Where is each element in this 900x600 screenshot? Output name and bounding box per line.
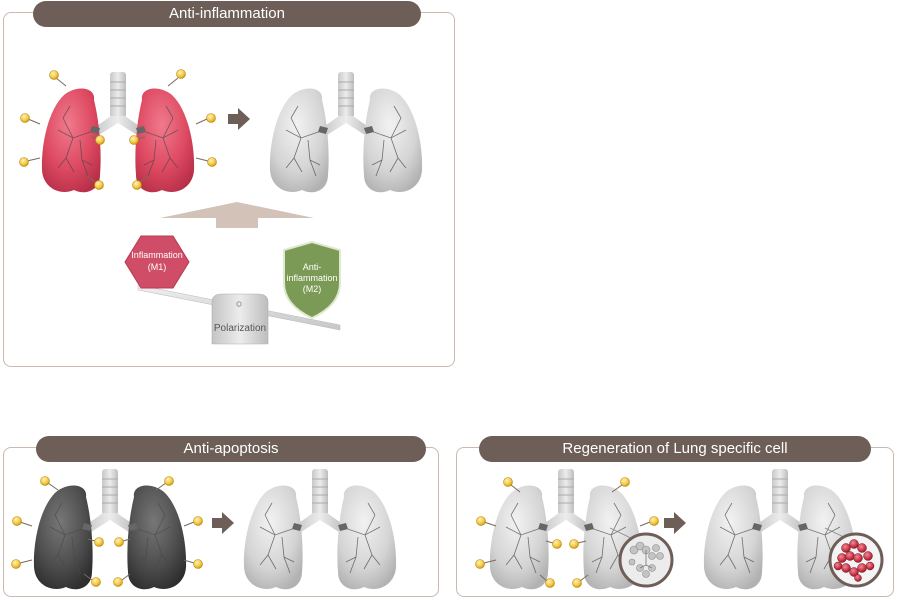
anti-inflammation-title: Anti-inflammation [33,1,421,27]
m2-label-line3: (M2) [303,284,322,294]
m1-label-line1: Inflammation [131,250,183,260]
up-arrow-icon [160,202,314,228]
m2-label-line1: Anti- [303,262,322,272]
regeneration-cells [475,477,659,588]
inflamed-lungs [41,71,195,193]
inflammatory-cells [19,69,217,190]
m2-shield [283,240,341,320]
m2-label-line2: inflammation [286,273,337,283]
apoptotic-lungs [33,468,187,590]
recovered-lungs [243,468,397,590]
m1-hexagon [124,235,190,289]
regeneration-title: Regeneration of Lung specific cell [479,436,871,462]
apoptosis-cells [11,476,203,587]
regeneration-arrow-icon [664,512,686,534]
magnifier-gray-alveoli [609,527,674,588]
healthy-lungs [269,71,423,193]
m1-label-line2: (M1) [148,262,167,272]
fulcrum [211,293,269,345]
apoptosis-arrow-icon [212,512,234,534]
polarization-label: Polarization [214,323,266,334]
anti-apoptosis-title: Anti-apoptosis [36,436,426,462]
magnifier-red-alveoli [824,527,884,588]
right-arrow-icon [228,108,250,130]
